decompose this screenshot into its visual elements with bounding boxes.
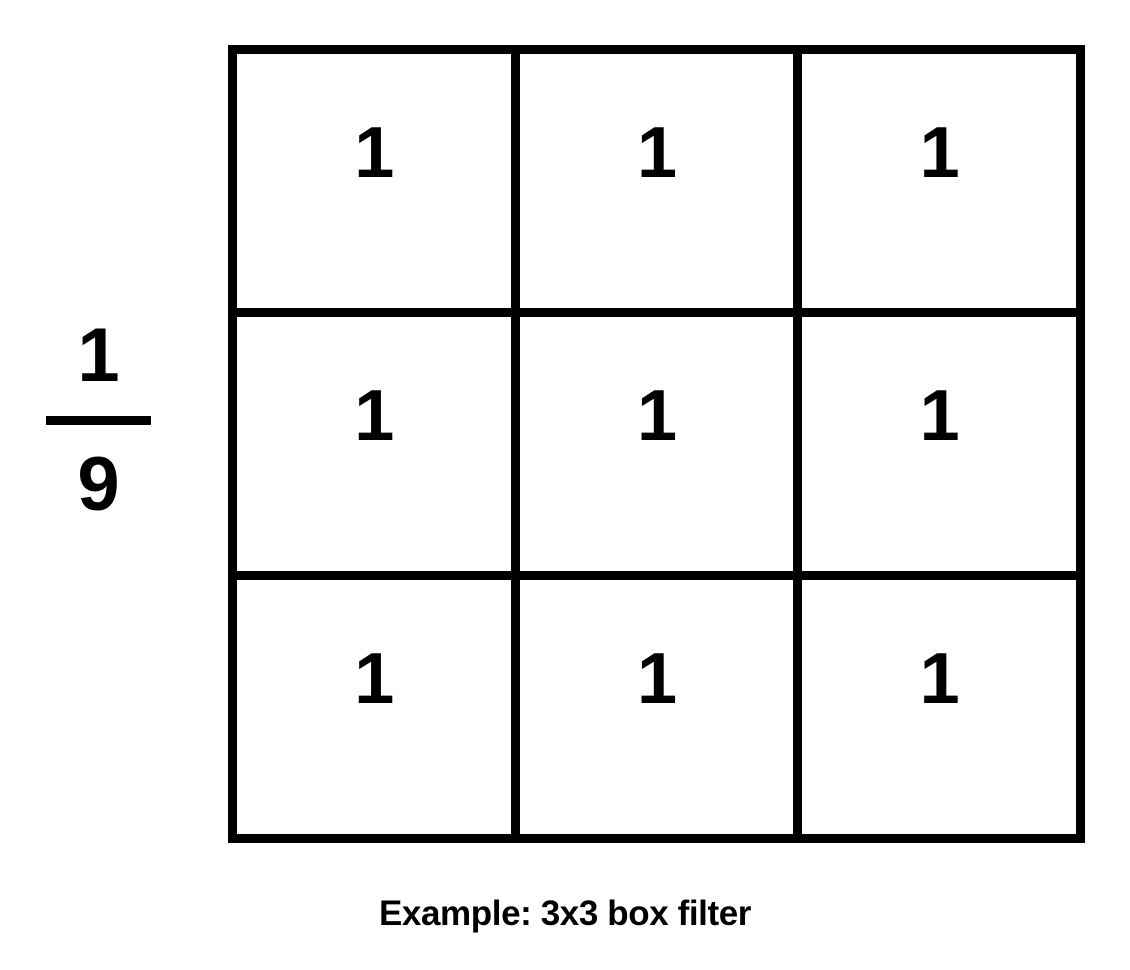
kernel-cell-value: 1	[354, 639, 394, 720]
kernel-cell-value: 1	[919, 376, 960, 457]
figure-caption: Example: 3x3 box filter	[378, 894, 752, 933]
kernel-matrix: 1 1 1 1 1 1 1 1 1	[228, 45, 1085, 843]
kernel-cell-r0c1: 1	[519, 54, 794, 308]
fraction-numerator: 1	[77, 313, 119, 398]
kernel-cell-r2c0: 1	[237, 580, 511, 834]
kernel-cell-value: 1	[919, 639, 960, 720]
kernel-cell-value: 1	[636, 376, 677, 457]
fraction-bar	[45, 416, 151, 425]
kernel-cell-value: 1	[636, 113, 677, 194]
kernel-cell-r1c2: 1	[802, 317, 1076, 571]
kernel-cell-r1c0: 1	[237, 317, 511, 571]
kernel-cell-value: 1	[354, 113, 394, 194]
kernel-cell-r0c2: 1	[802, 54, 1076, 308]
fraction-denominator: 9	[77, 442, 119, 527]
kernel-cell-value: 1	[919, 113, 960, 194]
kernel-cell-r1c1: 1	[519, 317, 794, 571]
scalar-fraction: 1 9	[33, 318, 163, 528]
kernel-cell-value: 1	[636, 639, 677, 720]
kernel-cell-value: 1	[354, 376, 394, 457]
kernel-cell-r2c1: 1	[519, 580, 794, 834]
kernel-cell-r0c0: 1	[237, 54, 511, 308]
kernel-cell-r2c2: 1	[802, 580, 1076, 834]
